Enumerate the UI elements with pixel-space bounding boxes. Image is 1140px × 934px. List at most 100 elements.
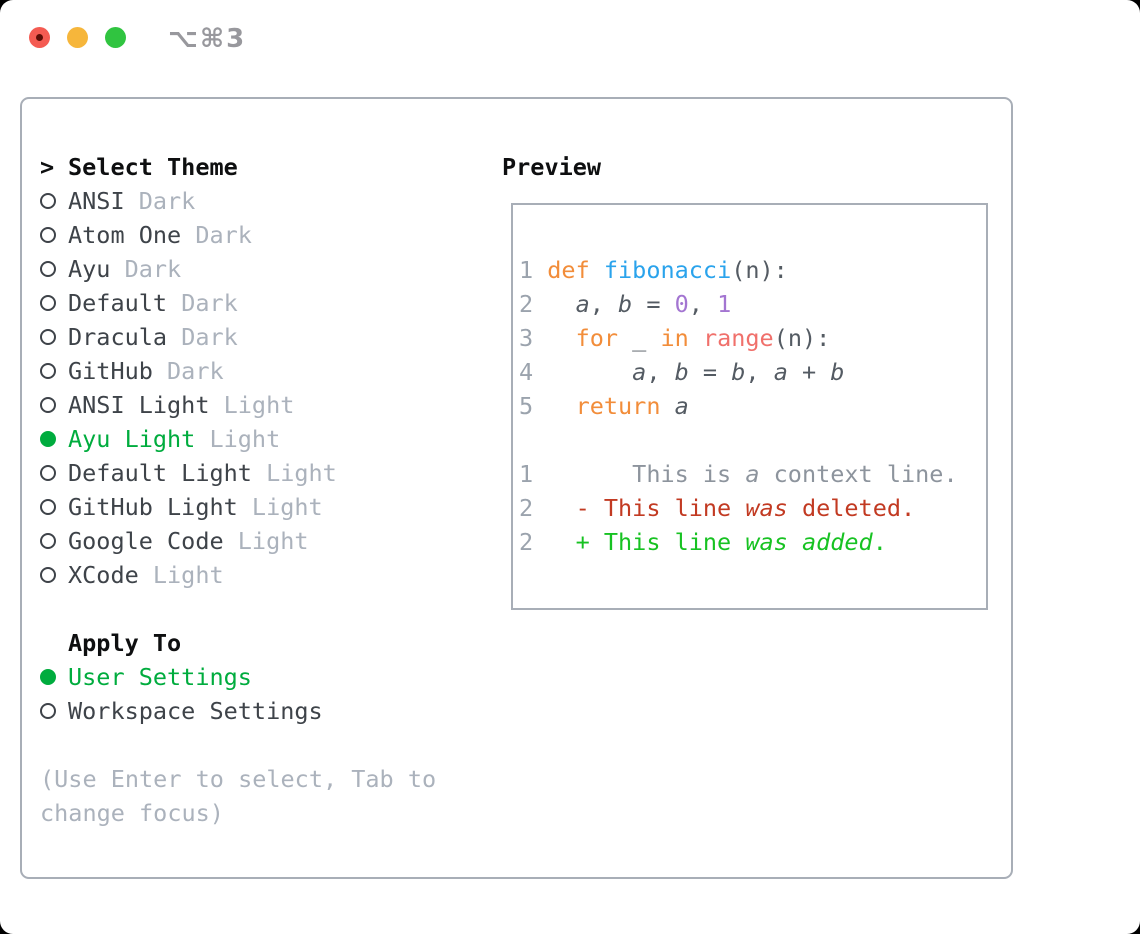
radio-icon bbox=[40, 694, 68, 728]
theme-variant-label: Dark bbox=[195, 221, 252, 249]
theme-item-label: Google Code bbox=[68, 527, 224, 555]
code-segment: return bbox=[575, 392, 661, 420]
window-title: ⌥⌘3 bbox=[168, 24, 247, 54]
hint-line-1: (Use Enter to select, Tab to bbox=[40, 765, 437, 793]
code-segment: + This line bbox=[575, 528, 746, 556]
close-button[interactable] bbox=[29, 27, 50, 48]
code-segment bbox=[547, 392, 575, 420]
code-segment bbox=[547, 324, 575, 352]
radio-icon bbox=[40, 524, 68, 558]
code-segment bbox=[547, 494, 575, 522]
code-segment bbox=[547, 290, 575, 318]
theme-item-label: Dracula bbox=[68, 323, 168, 351]
theme-item-atom-one[interactable]: Atom One Dark bbox=[40, 218, 490, 252]
code-segment: . bbox=[872, 528, 887, 556]
line-number: 1 bbox=[519, 460, 534, 488]
code-segment bbox=[590, 256, 604, 284]
line-number: 2 bbox=[519, 494, 534, 522]
radio-icon bbox=[40, 320, 68, 354]
zoom-button[interactable] bbox=[105, 27, 126, 48]
code-line: 2 a, b = 0, 1 bbox=[519, 287, 980, 321]
code-segment: , bbox=[688, 290, 718, 318]
theme-item-label: Default bbox=[68, 289, 168, 317]
theme-item-github[interactable]: GitHub Dark bbox=[40, 354, 490, 388]
code-segment: b bbox=[830, 358, 845, 386]
code-segment: a bbox=[575, 290, 590, 318]
theme-item-label: XCode bbox=[68, 561, 139, 589]
code-segment: , bbox=[646, 358, 675, 386]
code-segment: a bbox=[745, 460, 760, 488]
theme-item-label: GitHub bbox=[68, 357, 153, 385]
code-segment bbox=[547, 358, 632, 386]
theme-item-label: Default Light bbox=[68, 459, 252, 487]
code-segment: - This line bbox=[575, 494, 746, 522]
radio-selected-icon bbox=[40, 422, 68, 456]
code-segment: a bbox=[674, 392, 689, 420]
spacer bbox=[40, 592, 490, 626]
radio-icon bbox=[40, 558, 68, 592]
line-number: 2 bbox=[519, 528, 534, 556]
line-number: 4 bbox=[519, 358, 534, 386]
code-segment: b bbox=[618, 290, 633, 318]
code-line bbox=[519, 423, 980, 457]
apply-option-user-settings[interactable]: User Settings bbox=[40, 660, 490, 694]
marker-blank bbox=[40, 626, 68, 660]
traffic-lights bbox=[29, 27, 126, 48]
code-segment: _ bbox=[618, 324, 661, 352]
code-segment bbox=[547, 528, 575, 556]
caret-icon: > bbox=[40, 153, 55, 181]
radio-icon bbox=[40, 184, 68, 218]
code-segment: = bbox=[688, 358, 732, 386]
code-segment: + bbox=[787, 358, 831, 386]
hint-line-2: change focus) bbox=[40, 799, 224, 827]
code-line: 3 for _ in range(n): bbox=[519, 321, 980, 355]
code-segment: = bbox=[632, 290, 675, 318]
code-segment: deleted. bbox=[787, 494, 916, 522]
radio-icon bbox=[40, 218, 68, 252]
line-number: 1 bbox=[519, 256, 534, 284]
theme-item-label: ANSI bbox=[68, 187, 125, 215]
code-segment: This is bbox=[547, 460, 746, 488]
radio-icon bbox=[40, 252, 68, 286]
theme-item-label: Ayu Light bbox=[68, 425, 196, 453]
code-segment: b bbox=[731, 358, 746, 386]
code-segment: a bbox=[632, 358, 647, 386]
code-segment: fibonacci bbox=[603, 256, 732, 284]
theme-item-ayu[interactable]: Ayu Dark bbox=[40, 252, 490, 286]
code-segment bbox=[689, 324, 703, 352]
radio-selected-icon bbox=[40, 660, 68, 694]
apply-option-workspace-settings[interactable]: Workspace Settings bbox=[40, 694, 490, 728]
code-segment: (n): bbox=[731, 256, 788, 284]
titlebar: ⌥⌘3 bbox=[0, 0, 1140, 97]
line-number: 5 bbox=[519, 392, 534, 420]
code-line: 2 - This line was deleted. bbox=[519, 491, 980, 525]
theme-item-label: ANSI Light bbox=[68, 391, 210, 419]
theme-item-label: Atom One bbox=[68, 221, 182, 249]
radio-icon bbox=[40, 490, 68, 524]
theme-item-label: Ayu bbox=[68, 255, 111, 283]
theme-variant-label: Dark bbox=[138, 187, 196, 215]
radio-icon bbox=[40, 388, 68, 422]
preview-header: Preview bbox=[502, 153, 602, 181]
code-segment: added bbox=[801, 528, 873, 556]
minimize-button[interactable] bbox=[67, 27, 88, 48]
code-segment bbox=[660, 392, 674, 420]
code-segment: , bbox=[589, 290, 619, 318]
apply-to-header: Apply To bbox=[40, 626, 490, 660]
theme-variant-label: Dark bbox=[167, 357, 224, 385]
theme-item-ansi[interactable]: ANSI Dark bbox=[40, 184, 490, 218]
code-line: 2 + This line was added. bbox=[519, 525, 980, 559]
theme-variant-label: Dark bbox=[124, 255, 182, 283]
select-theme-header: > Select Theme bbox=[40, 150, 490, 184]
